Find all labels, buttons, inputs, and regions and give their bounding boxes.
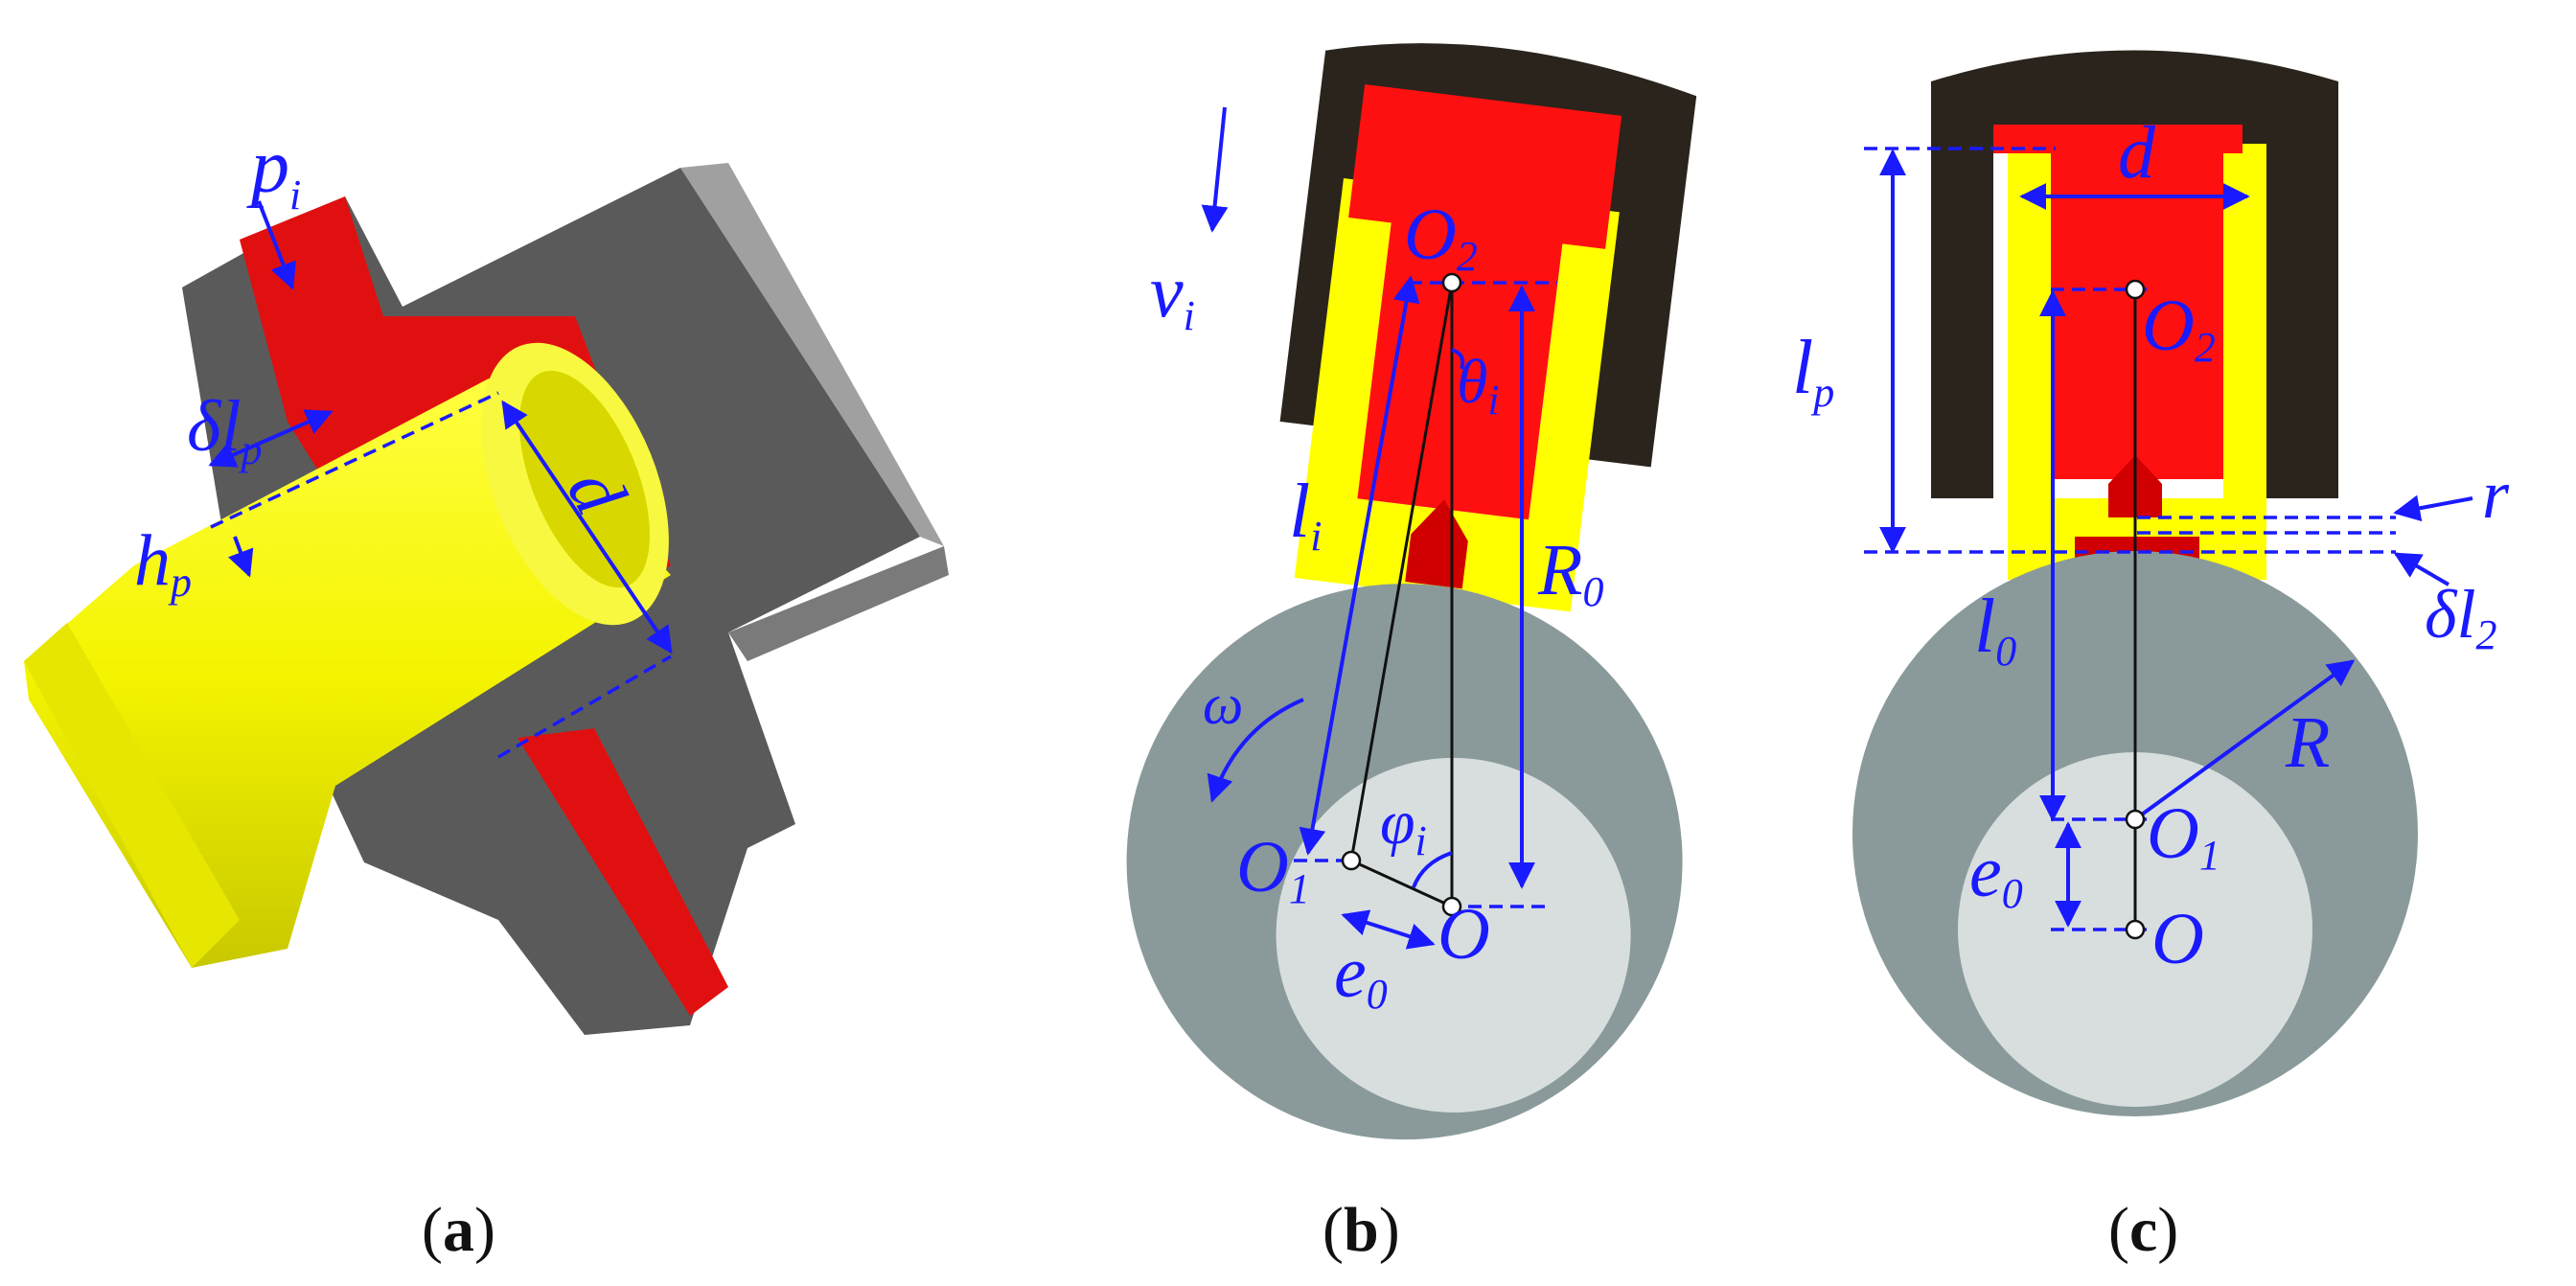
label-e0-b: e0	[1334, 932, 1388, 1018]
label-phi: φi	[1380, 788, 1427, 864]
dash-a2	[497, 654, 672, 759]
label-theta: θi	[1457, 347, 1500, 424]
valve-body-side-lower	[728, 546, 949, 661]
link-O1-O	[1350, 859, 1453, 908]
pi-arrow	[257, 200, 296, 290]
hp-arrow	[228, 536, 254, 578]
piston-b-top	[1348, 84, 1622, 249]
label-O2-c: O2	[2142, 286, 2216, 371]
label-O1-b: O1	[1236, 827, 1310, 912]
point-O2-c	[2125, 279, 2146, 300]
r-arrow	[2393, 494, 2473, 522]
point-O-b	[1441, 896, 1462, 917]
valve-body-side	[680, 163, 944, 546]
label-O2-b: O2	[1404, 195, 1478, 280]
caption-b: (b)	[1322, 1195, 1400, 1265]
red-cavity-lower	[518, 728, 728, 1016]
v-arrow	[1201, 106, 1229, 233]
sleeve-flange-a	[24, 623, 240, 968]
caption-a: (a)	[422, 1195, 495, 1265]
panel-b	[1126, 43, 1697, 1140]
point-O2-b	[1441, 272, 1462, 293]
label-O1-c: O1	[2147, 793, 2220, 879]
label-O-c: O	[2151, 899, 2204, 979]
link-O2-O1	[1349, 282, 1454, 861]
dlp-arrow	[208, 409, 334, 468]
label-dl2: δl2	[2425, 576, 2496, 658]
dl2-arrow	[2393, 552, 2450, 586]
label-R0: R0	[1537, 530, 1603, 615]
panel-a: pi δlp hp d (a)	[24, 125, 949, 1265]
point-O1-b	[1341, 850, 1362, 871]
label-hp: hp	[134, 520, 192, 606]
li-arrow	[1299, 275, 1420, 856]
label-pi: pi	[246, 125, 301, 218]
label-e0-c: e0	[1969, 832, 2023, 917]
label-d-c: d	[2118, 110, 2156, 194]
panel-c: lp d O2 r δl2 l0 R O1 e0 O (c)	[1792, 50, 2510, 1265]
label-R: R	[2285, 702, 2330, 783]
R-arrow	[2133, 659, 2356, 821]
label-r: r	[2482, 456, 2510, 533]
dash-a1	[210, 391, 499, 529]
caption-c: (c)	[2108, 1195, 2178, 1265]
label-li: li	[1289, 470, 1322, 560]
e0-arrow	[1341, 909, 1436, 950]
d-arrow-a	[501, 400, 673, 654]
phi-arc	[1412, 851, 1453, 888]
label-vi: vi	[1150, 249, 1195, 339]
theta-arc	[1451, 348, 1465, 370]
sleeve-b-right	[1518, 205, 1620, 612]
omega-arrow	[1207, 698, 1304, 803]
point-O1-c	[2125, 809, 2146, 830]
piston-c	[2051, 153, 2223, 479]
label-O-b: O	[1438, 894, 1490, 975]
annotations-b: vi O2 θi li R0 ω φi O1 O e0 (b)	[1150, 106, 1603, 1265]
label-lp: lp	[1792, 326, 1834, 416]
label-dlp: δlp	[187, 386, 262, 473]
point-O-c	[2125, 919, 2146, 940]
label-l0: l0	[1974, 585, 2016, 675]
label-omega: ω	[1203, 673, 1243, 736]
